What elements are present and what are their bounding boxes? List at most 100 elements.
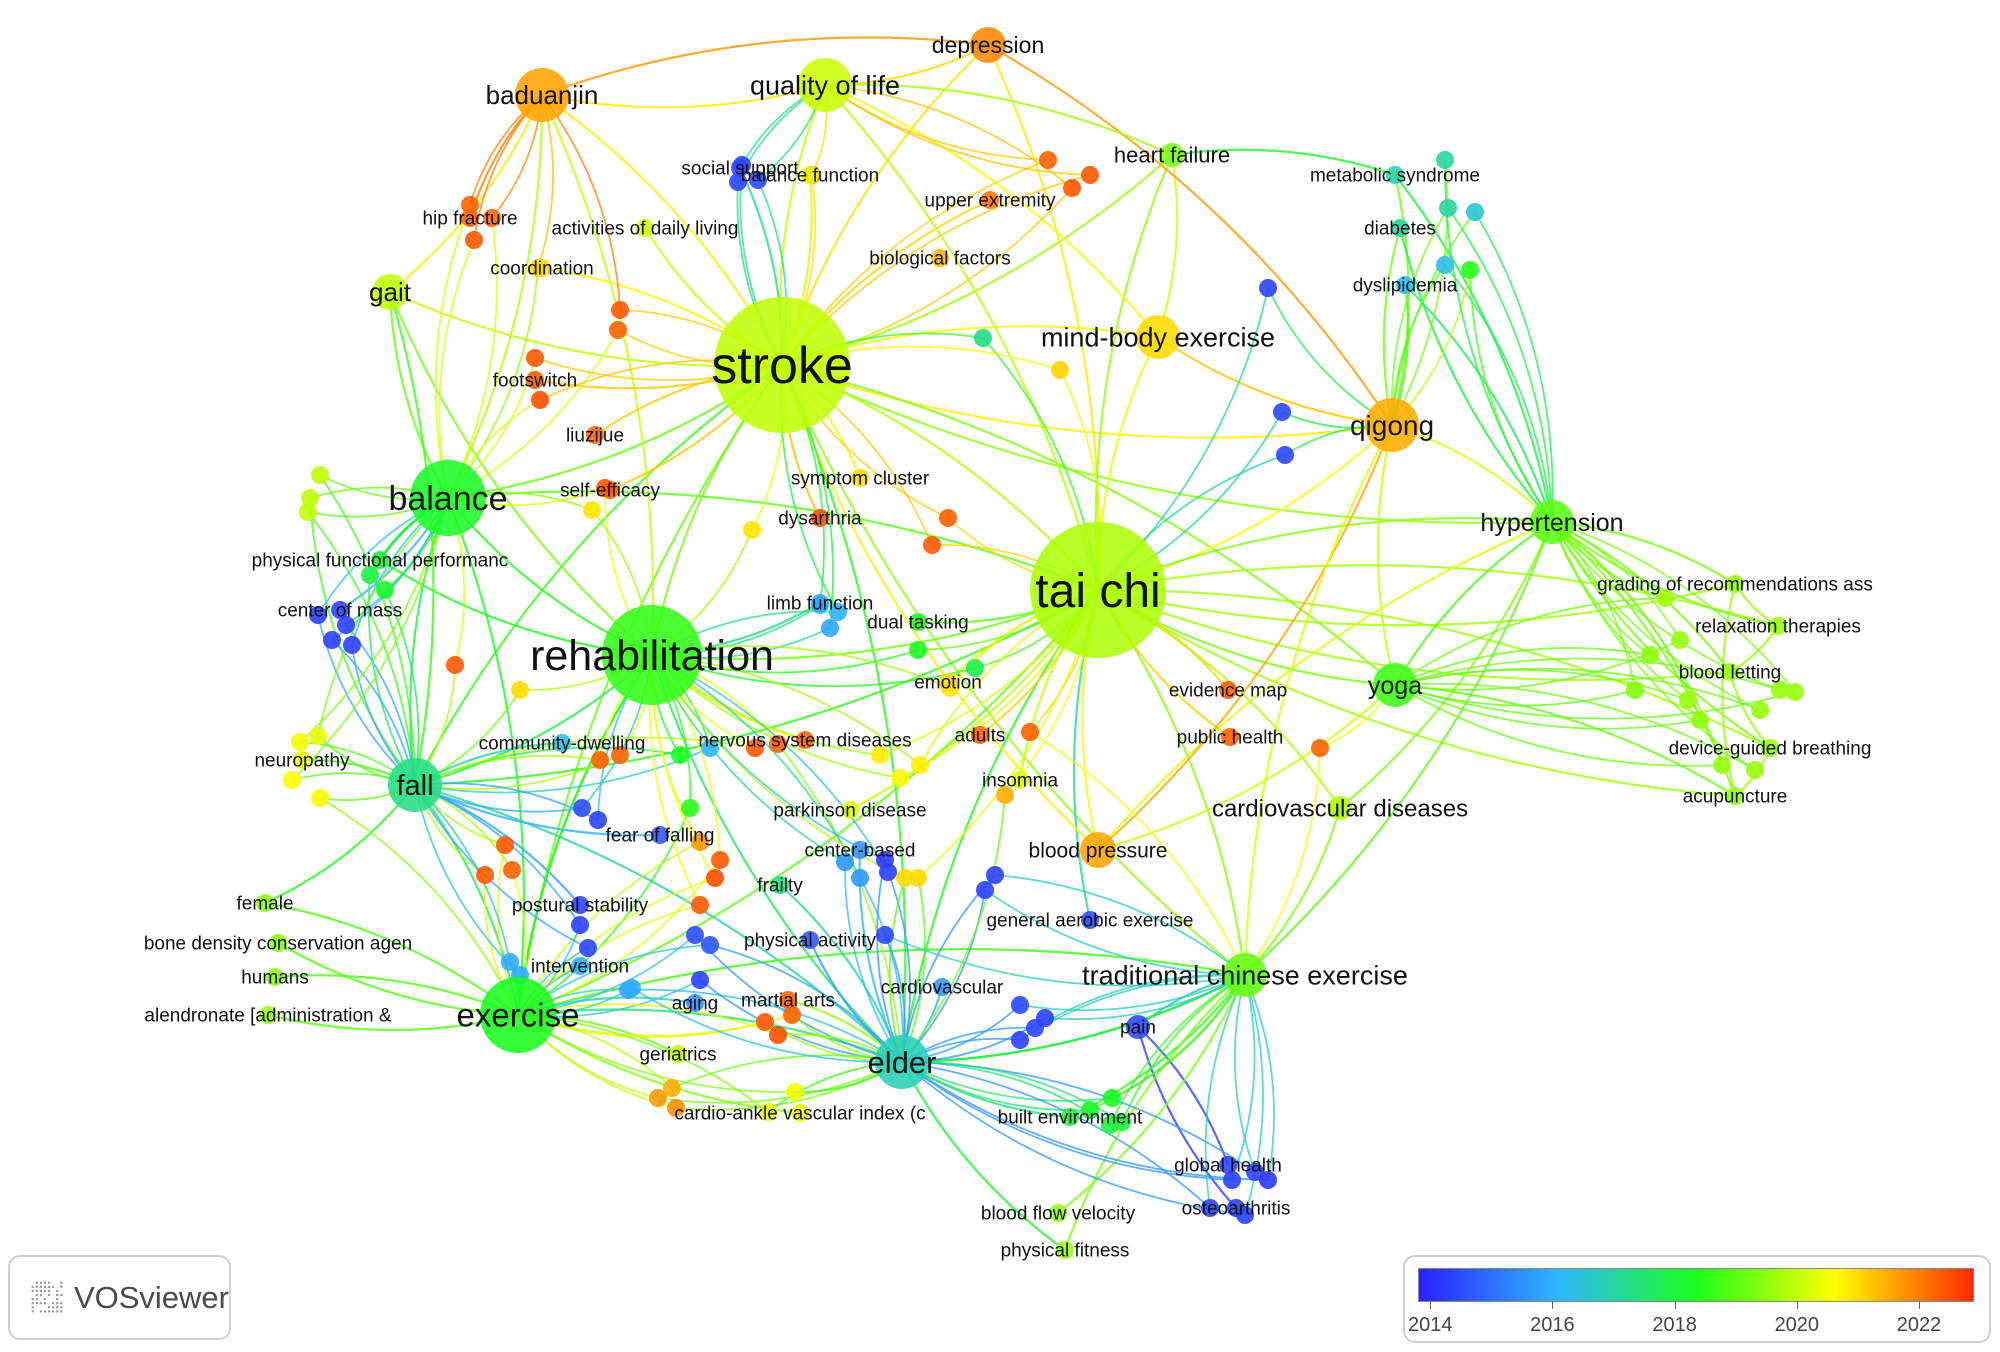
network-node-dot[interactable]	[343, 636, 361, 654]
network-node-dot[interactable]	[686, 926, 704, 944]
network-node-dot[interactable]	[583, 501, 601, 519]
label-insomnia[interactable]: insomnia	[982, 771, 1058, 792]
label-osteoarthritis[interactable]: osteoarthritis	[1182, 1199, 1291, 1220]
label-baduanjin[interactable]: baduanjin	[486, 80, 599, 110]
label-rehabilitation[interactable]: rehabilitation	[530, 632, 774, 680]
label-pfp[interactable]: physical functional performanc	[252, 551, 509, 572]
network-node-dot[interactable]	[376, 581, 394, 599]
network-node-dot[interactable]	[1626, 681, 1644, 699]
network-node-dot[interactable]	[1273, 403, 1291, 421]
network-node-dot[interactable]	[1051, 361, 1069, 379]
network-node-dot[interactable]	[1039, 151, 1057, 169]
network-node-dot[interactable]	[769, 1026, 787, 1044]
label-alendronate[interactable]: alendronate [administration &	[144, 1006, 391, 1027]
label-acupuncture[interactable]: acupuncture	[1683, 787, 1788, 808]
network-node-dot[interactable]	[691, 971, 709, 989]
label-adults[interactable]: adults	[955, 726, 1006, 747]
label-hypertension[interactable]: hypertension	[1480, 509, 1623, 537]
network-node-dot[interactable]	[446, 656, 464, 674]
label-martial-arts[interactable]: martial arts	[741, 991, 835, 1012]
network-node-dot[interactable]	[1746, 761, 1764, 779]
label-frailty[interactable]: frailty	[757, 876, 803, 897]
label-blood-flow-velocity[interactable]: blood flow velocity	[981, 1204, 1136, 1225]
label-diabetes[interactable]: diabetes	[1364, 219, 1436, 240]
label-bdca[interactable]: bone density conservation agen	[144, 934, 412, 955]
label-biological-factors[interactable]: biological factors	[869, 249, 1011, 270]
label-metabolic-syndrome[interactable]: metabolic syndrome	[1310, 166, 1480, 187]
label-grading[interactable]: grading of recommendations ass	[1597, 575, 1873, 596]
network-node-dot[interactable]	[939, 509, 957, 527]
network-node-dot[interactable]	[1751, 701, 1769, 719]
label-cvd[interactable]: cardiovascular diseases	[1212, 795, 1468, 822]
network-node-dot[interactable]	[691, 896, 709, 914]
network-node-dot[interactable]	[503, 861, 521, 879]
network-node-dot[interactable]	[1311, 739, 1329, 757]
label-depression[interactable]: depression	[932, 32, 1045, 58]
label-self-efficacy[interactable]: self-efficacy	[560, 481, 660, 502]
label-cavi[interactable]: cardio-ankle vascular index (c	[674, 1104, 925, 1125]
network-node-dot[interactable]	[476, 866, 494, 884]
network-node-dot[interactable]	[1103, 1089, 1121, 1107]
network-node-dot[interactable]	[571, 916, 589, 934]
network-node-dot[interactable]	[526, 349, 544, 367]
label-device-breathing[interactable]: device-guided breathing	[1669, 739, 1872, 760]
label-nsd[interactable]: nervous system diseases	[698, 731, 911, 752]
label-balance[interactable]: balance	[388, 480, 507, 518]
network-node-dot[interactable]	[283, 771, 301, 789]
label-postural-stability[interactable]: postural stability	[512, 896, 649, 917]
label-center-of-mass[interactable]: center of mass	[278, 601, 403, 622]
network-node-dot[interactable]	[1276, 446, 1294, 464]
network-node-dot[interactable]	[986, 866, 1004, 884]
network-node-dot[interactable]	[623, 979, 641, 997]
label-blood-letting[interactable]: blood letting	[1679, 663, 1781, 684]
network-node-dot[interactable]	[706, 869, 724, 887]
label-quality-of-life[interactable]: quality of life	[750, 70, 900, 100]
network-node-dot[interactable]	[496, 836, 514, 854]
network-node-dot[interactable]	[309, 727, 327, 745]
label-stroke[interactable]: stroke	[711, 337, 853, 395]
label-parkinson[interactable]: parkinson disease	[773, 801, 926, 822]
network-node-dot[interactable]	[663, 1079, 681, 1097]
network-node-dot[interactable]	[909, 869, 927, 887]
network-node-dot[interactable]	[786, 1083, 804, 1101]
network-node-dot[interactable]	[976, 881, 994, 899]
label-tai-chi[interactable]: tai chi	[1035, 565, 1160, 618]
network-node-dot[interactable]	[1671, 631, 1689, 649]
label-cardiovascular[interactable]: cardiovascular	[881, 978, 1004, 999]
network-node-dot[interactable]	[821, 619, 839, 637]
label-heart-failure[interactable]: heart failure	[1114, 143, 1230, 168]
network-node-dot[interactable]	[573, 799, 591, 817]
label-liuzijue[interactable]: liuzijue	[566, 426, 624, 447]
label-limb-function[interactable]: limb function	[767, 594, 874, 615]
label-physical-activity[interactable]: physical activity	[744, 931, 876, 952]
network-node-dot[interactable]	[876, 926, 894, 944]
label-dysarthria[interactable]: dysarthria	[778, 509, 862, 530]
label-public-health[interactable]: public health	[1177, 728, 1284, 749]
network-node-dot[interactable]	[701, 936, 719, 954]
label-pain[interactable]: pain	[1120, 1018, 1156, 1039]
network-node-dot[interactable]	[671, 746, 689, 764]
network-node-dot[interactable]	[743, 521, 761, 539]
network-node-dot[interactable]	[1466, 203, 1484, 221]
network-node-dot[interactable]	[1436, 256, 1454, 274]
network-node-dot[interactable]	[323, 631, 341, 649]
label-aging[interactable]: aging	[672, 994, 719, 1015]
label-dual-tasking[interactable]: dual tasking	[867, 613, 968, 634]
network-node-dot[interactable]	[1786, 683, 1804, 701]
label-symptom-cluster[interactable]: symptom cluster	[791, 469, 930, 490]
label-intervention[interactable]: intervention	[531, 957, 629, 978]
network-node-dot[interactable]	[291, 733, 309, 751]
network-node-dot[interactable]	[911, 756, 929, 774]
network-node-dot[interactable]	[465, 231, 483, 249]
network-node-dot[interactable]	[1036, 1009, 1054, 1027]
label-hip-fracture[interactable]: hip fracture	[422, 209, 517, 230]
label-global-health[interactable]: global health	[1174, 1156, 1282, 1177]
label-coordination[interactable]: coordination	[490, 259, 594, 280]
label-yoga[interactable]: yoga	[1368, 672, 1422, 700]
network-node-dot[interactable]	[974, 329, 992, 347]
network-node-dot[interactable]	[609, 321, 627, 339]
network-node-dot[interactable]	[1691, 711, 1709, 729]
network-node-dot[interactable]	[909, 641, 927, 659]
label-fall[interactable]: fall	[396, 770, 433, 802]
label-fear-of-falling[interactable]: fear of falling	[606, 826, 715, 847]
